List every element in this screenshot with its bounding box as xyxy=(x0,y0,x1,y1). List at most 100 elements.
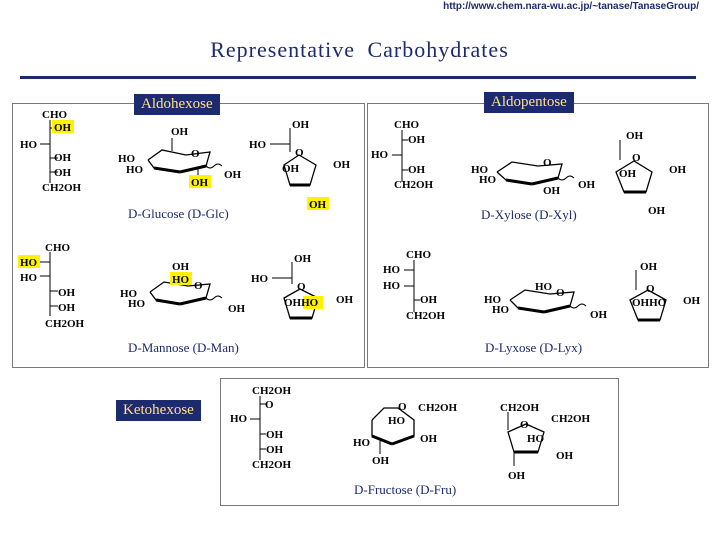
glucose-fur-c1-oh: OH xyxy=(333,159,351,171)
fructose-pyr-ch2oh: CH2OH xyxy=(418,402,458,414)
glucose-caption: D-Glucose (D-Glc) xyxy=(128,206,229,221)
mannose-ring-c1-oh: OH xyxy=(228,303,246,315)
fructose-c3-ho-label: HO xyxy=(230,413,248,425)
mannose-fur-c6-oh: OH xyxy=(294,253,312,265)
mannose-ring-c2-ho: HO xyxy=(172,274,190,286)
ketohexose-panel xyxy=(220,378,619,506)
fructose-pyranose-ring: O CH2OH HO OH HO OH xyxy=(353,401,458,467)
lyxose-caption: D-Lyxose (D-Lyx) xyxy=(485,340,582,355)
glucose-fur-o: O xyxy=(295,147,304,159)
glucose-fur-ho: HO xyxy=(249,139,267,151)
glucose-ring-o: O xyxy=(191,148,200,160)
fructose-pyr-ho-2: HO xyxy=(353,437,371,449)
xylose-fur-o: O xyxy=(632,152,641,164)
fructose-c4-oh-label: OH xyxy=(266,429,284,441)
lyxose-ring-o: O xyxy=(556,287,565,299)
xylose-fischer: CHO OH HO OH CH2OH xyxy=(371,119,434,191)
ketohexose-tag-label: Ketohexose xyxy=(123,402,194,418)
fructose-fur-c6-ch2oh: CH2OH xyxy=(500,402,540,414)
glucose-fur-c2-oh: OH xyxy=(309,199,327,211)
lyxose-ring-ho-1: HO xyxy=(484,294,502,306)
mannose-fur-c1-oh: OH xyxy=(336,294,354,306)
glucose-c4-oh-label: OH xyxy=(54,152,72,164)
source-url[interactable]: http://www.chem.nara-wu.ac.jp/~tanase/Ta… xyxy=(443,1,699,12)
fructose-caption: D-Fructose (D-Fru) xyxy=(354,482,456,497)
xylose-c3-ho-label: HO xyxy=(371,149,389,161)
lyxose-ch2oh-label: CH2OH xyxy=(406,310,446,322)
lyxose-c3-ho-label: HO xyxy=(383,280,401,292)
fructose-c2-o-label: O xyxy=(265,399,274,411)
mannose-ring-o: O xyxy=(194,280,203,292)
glucose-c5-oh-label: OH xyxy=(54,167,72,179)
mannose-c5-oh-label: OH xyxy=(58,302,76,314)
xylose-ch2oh-label: CH2OH xyxy=(394,179,434,191)
glucose-ring-c6-oh: OH xyxy=(171,126,189,138)
glucose-fischer: CHO OH HO OH OH CH2OH xyxy=(20,109,82,194)
xylose-ring-ho-2: HO xyxy=(479,174,497,186)
glucose-cho-label: CHO xyxy=(42,109,68,121)
glucose-ring-c2-oh: OH xyxy=(191,177,209,189)
glucose-fur-c6-oh: OH xyxy=(292,119,310,131)
fructose-fur-c4-oh: OH xyxy=(508,470,526,482)
lyxose-fur-o: O xyxy=(646,283,655,295)
ketohexose-tag: Ketohexose xyxy=(116,400,201,421)
xylose-cho-label: CHO xyxy=(394,119,420,131)
glucose-ch2oh-label: CH2OH xyxy=(42,182,82,194)
fructose-fischer: CH2OH O HO OH OH CH2OH xyxy=(230,385,292,471)
fructose-pyr-oh-2: OH xyxy=(372,455,390,467)
mannose-furanose-ring: OH HO O OHHO OH xyxy=(251,253,354,320)
lyxose-cho-label: CHO xyxy=(406,249,432,261)
fructose-c5-oh-label: OH xyxy=(266,444,284,456)
mannose-ring-ho-2: HO xyxy=(128,298,146,310)
glucose-fur-c3-oh: OH xyxy=(282,163,300,175)
lyxose-fur-c5-oh: OH xyxy=(640,261,658,273)
xylose-caption: D-Xylose (D-Xyl) xyxy=(481,207,577,222)
glucose-c2-oh-label: OH xyxy=(54,122,72,134)
glucose-ring-c1-oh: OH xyxy=(224,169,242,181)
xylose-ring-c2-oh: OH xyxy=(543,185,561,197)
fructose-c6-ch2oh-label: CH2OH xyxy=(252,459,292,471)
page-title: Representative Carbohydrates xyxy=(210,37,509,62)
mannose-c4-oh-label: OH xyxy=(58,287,76,299)
mannose-c2-ho-label: HO xyxy=(20,257,38,269)
aldopentose-tag-label: Aldopentose xyxy=(491,94,567,110)
xylose-furanose-ring: OH O OH OH OH xyxy=(615,130,687,217)
lyxose-fischer: CHO HO HO OH CH2OH xyxy=(383,249,446,322)
glucose-furanose-ring: OH HO O OH OH OH xyxy=(249,119,351,211)
mannose-fischer: CHO HO HO OH OH CH2OH xyxy=(18,242,85,330)
title-underline xyxy=(20,76,696,79)
lyxose-c4-oh-label: OH xyxy=(420,294,438,306)
xylose-fur-c2-oh: OH xyxy=(648,205,666,217)
mannose-ring-c6-oh: OH xyxy=(172,261,190,273)
xylose-c2-oh-label: OH xyxy=(408,134,426,146)
mannose-ring-ho-1: HO xyxy=(120,288,138,300)
xylose-fur-c5-oh: OH xyxy=(626,130,644,142)
mannose-fur-o: O xyxy=(297,281,306,293)
xylose-c4-oh-label: OH xyxy=(408,164,426,176)
aldohexose-tag: Aldohexose xyxy=(134,94,220,115)
xylose-fur-c1-oh: OH xyxy=(669,164,687,176)
fructose-furanose-ring: CH2OH CH2OH O HO OH OH xyxy=(500,402,591,482)
xylose-ring-c1-oh: OH xyxy=(578,179,596,191)
mannose-fur-ohho: OHHO xyxy=(284,297,319,309)
fructose-fur-o: O xyxy=(520,419,529,431)
lyxose-ring-ho-2: HO xyxy=(492,304,510,316)
mannose-ch2oh-label: CH2OH xyxy=(45,318,85,330)
fructose-pyr-ho: HO xyxy=(388,415,406,427)
mannose-caption: D-Mannose (D-Man) xyxy=(128,340,239,355)
glucose-pyranose-ring: OH O HO HO OH OH xyxy=(118,126,242,189)
aldohexose-tag-label: Aldohexose xyxy=(141,96,213,112)
xylose-ring-o: O xyxy=(543,157,552,169)
lyxose-fur-ohho: OHHO xyxy=(632,297,667,309)
fructose-fur-c1-ch2oh: CH2OH xyxy=(551,413,591,425)
lyxose-pyranose-ring: HO O HO HO OH xyxy=(484,281,608,321)
lyxose-fur-c1-oh: OH xyxy=(683,295,701,307)
lyxose-c2-ho-label: HO xyxy=(383,264,401,276)
fructose-fur-ho: HO xyxy=(527,433,545,445)
fructose-pyr-o: O xyxy=(398,401,407,413)
fructose-fur-oh: OH xyxy=(556,450,574,462)
glucose-ring-ho-2: HO xyxy=(126,164,144,176)
mannose-pyranose-ring: OH HO O HO HO OH xyxy=(120,261,246,315)
glucose-ring-ho-1: HO xyxy=(118,153,136,165)
